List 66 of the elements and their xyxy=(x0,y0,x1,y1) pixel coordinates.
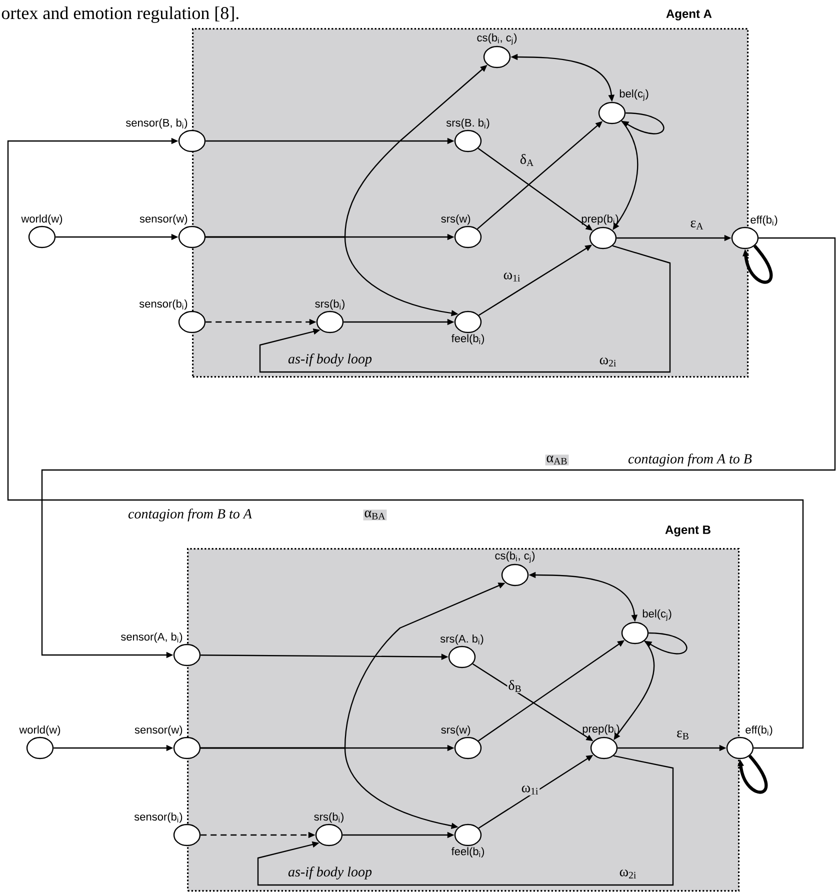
arrow xyxy=(257,755,674,886)
self-loop-arrow xyxy=(738,754,768,794)
node-label: world(w) xyxy=(19,726,60,736)
state-node: sensor(b$_{i}$) xyxy=(134,812,201,846)
state-node: sensor(A, b$_{i}$) xyxy=(121,632,201,666)
node-label: sensor(w) xyxy=(134,726,182,736)
state-node: srs(b$_{i}$) xyxy=(314,812,344,846)
edge-label: ε$_{B}$ xyxy=(676,730,690,740)
self-loop-arrow xyxy=(742,244,773,284)
state-node: sensor(w) xyxy=(134,726,201,760)
node-label: srs(w) xyxy=(441,214,470,225)
node-label: srs(b$_{i}$) xyxy=(314,812,344,823)
arrow xyxy=(7,138,804,749)
edge-label: α$_{AB}$ xyxy=(545,454,569,466)
state-node: bel(c$_{j}$) xyxy=(621,609,672,644)
arrow xyxy=(259,245,671,373)
node-label: srs(B. b$_{i}$) xyxy=(446,118,490,129)
state-node: world(w) xyxy=(19,726,60,760)
state-node: srs(A. b$_{i}$) xyxy=(440,634,484,668)
contagion-label: contagion from A to B xyxy=(628,454,752,466)
node-label: bel(c$_{j}$) xyxy=(642,609,672,621)
node-label: srs(w) xyxy=(441,726,470,736)
node-label: cs(b$_{i}$, c$_{j}$) xyxy=(477,33,517,45)
node-label: world(w) xyxy=(21,214,62,225)
edge-label: ω$_{2i}$ xyxy=(618,868,638,880)
state-node: srs(w) xyxy=(441,214,482,248)
state-node: srs(b$_{i}$) xyxy=(315,300,344,334)
node-label: sensor(w) xyxy=(140,214,188,225)
state-node: cs(b$_{i}$, c$_{j}$) xyxy=(495,551,535,586)
edge-label: δ$_{A}$ xyxy=(518,153,536,167)
edge-label: α$_{BA}$ xyxy=(363,510,387,520)
state-node: cs(b$_{i}$, c$_{j}$) xyxy=(477,33,517,68)
state-node: feel(b$_{i}$) xyxy=(451,824,484,858)
edge-label: ω$_{1i}$ xyxy=(520,784,540,796)
state-node: sensor(w) xyxy=(140,214,206,248)
state-node: sensor(b$_{i}$) xyxy=(139,300,206,334)
loop-label: as-if body loop xyxy=(287,352,373,368)
node-label: sensor(b$_{i}$) xyxy=(139,300,188,310)
state-node: eff(b$_{i}$) xyxy=(731,216,778,250)
state-node: srs(B. b$_{i}$) xyxy=(446,118,490,152)
node-label: sensor(A, b$_{i}$) xyxy=(120,632,182,643)
state-node: bel(c$_{j}$) xyxy=(598,89,648,124)
edge-label: ω$_{1i}$ xyxy=(502,272,522,282)
node-label: feel(b$_{i}$) xyxy=(451,334,484,344)
node-label: sensor(b$_{i}$) xyxy=(134,812,182,823)
edge-label: ω$_{2i}$ xyxy=(598,356,618,368)
state-node: feel(b$_{i}$) xyxy=(451,310,484,344)
loop-label: as-if body loop xyxy=(287,866,373,880)
edge-label: δ$_{B}$ xyxy=(507,679,523,693)
node-label: Agent A xyxy=(666,10,712,20)
body-text: ortex and emotion regulation [8]. xyxy=(2,6,238,23)
state-node: world(w) xyxy=(21,214,62,248)
node-label: sensor(B, b$_{i}$) xyxy=(126,118,188,129)
edge-label: ε$_{A}$ xyxy=(689,220,705,230)
node-label: feel(b$_{i}$) xyxy=(451,847,484,858)
state-node: eff(b$_{i}$) xyxy=(726,726,772,760)
state-node: sensor(B, b$_{i}$) xyxy=(126,118,206,152)
node-label: srs(b$_{i}$) xyxy=(315,300,344,310)
node-label: cs(b$_{i}$, c$_{j}$) xyxy=(495,551,535,563)
contagion-label: contagion from B to A xyxy=(128,508,252,522)
node-label: eff(b$_{i}$) xyxy=(750,216,778,226)
node-label: eff(b$_{i}$) xyxy=(746,726,772,736)
node-label: srs(A. b$_{i}$) xyxy=(440,634,484,645)
node-label: Agent B xyxy=(665,526,710,536)
state-node: srs(w) xyxy=(441,726,482,760)
node-label: bel(c$_{j}$) xyxy=(620,89,648,101)
